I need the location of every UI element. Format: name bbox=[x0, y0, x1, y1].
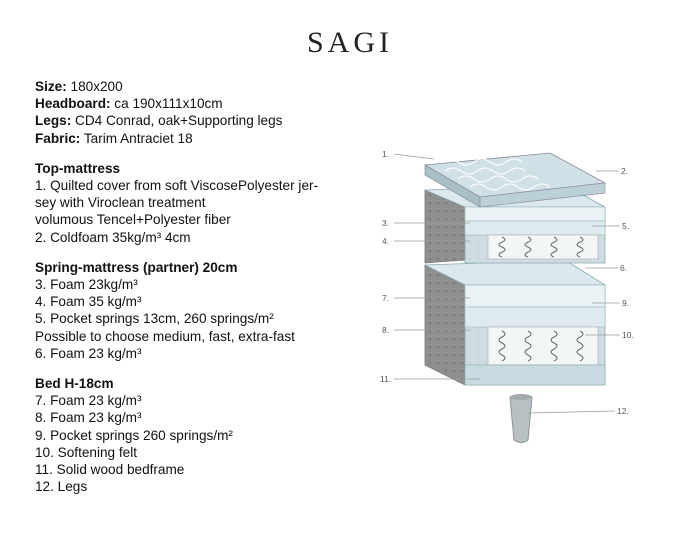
section-line: 4. Foam 35 kg/m³ bbox=[35, 294, 142, 310]
spec-fabric: Fabric: Tarim Antraciet 18 bbox=[35, 130, 193, 146]
section-line: 11. Solid wood bedframe bbox=[35, 462, 185, 478]
diagram-label: 2. bbox=[621, 166, 628, 176]
section-bed: Bed H-18cm 7. Foam 23 kg/m³ 8. Foam 23 k… bbox=[35, 375, 380, 495]
section-line: Possible to choose medium, fast, extra-f… bbox=[35, 328, 295, 344]
diagram-label: 5. bbox=[622, 221, 629, 231]
section-heading: Top-mattress bbox=[35, 160, 121, 176]
section-line: 2. Coldfoam 35kg/m³ 4cm bbox=[35, 229, 191, 245]
diagram-label: 12. bbox=[617, 406, 629, 416]
section-line: 8. Foam 23 kg/m³ bbox=[35, 410, 142, 426]
diagram-label: 10. bbox=[622, 330, 634, 340]
leader-lines bbox=[393, 153, 620, 414]
spec-list: Size: 180x200 Headboard: ca 190x111x10cm… bbox=[35, 78, 380, 495]
spring-mattress-block bbox=[424, 184, 606, 264]
diagram-label: 11. bbox=[380, 374, 391, 384]
section-heading: Spring-mattress (partner) 20cm bbox=[35, 259, 238, 275]
bed-base-block bbox=[424, 259, 607, 386]
section-line: sey with Viroclean treatment bbox=[35, 195, 206, 211]
section-line: 3. Foam 23kg/m³ bbox=[35, 277, 138, 293]
top-mattress bbox=[423, 152, 607, 208]
diagram-label: 6. bbox=[620, 263, 627, 273]
diagram-label: 3. bbox=[382, 218, 389, 228]
section-line: 6. Foam 23 kg/m³ bbox=[35, 345, 142, 361]
section-line: volumous Tencel+Polyester fiber bbox=[35, 212, 231, 228]
section-line: 9. Pocket springs 260 springs/m² bbox=[35, 427, 233, 443]
leg bbox=[509, 394, 533, 443]
section-heading: Bed H-18cm bbox=[35, 376, 114, 392]
section-line: 7. Foam 23 kg/m³ bbox=[35, 393, 142, 409]
section-spring-mattress: Spring-mattress (partner) 20cm 3. Foam 2… bbox=[35, 259, 380, 362]
spec-size: Size: 180x200 bbox=[35, 79, 123, 94]
bed-layer-diagram: 1. 2. 3. 4. 5. 6. 7. 8. 9. 10. 11. 12. bbox=[380, 149, 634, 443]
spec-legs: Legs: CD4 Conrad, oak+Supporting legs bbox=[35, 113, 283, 129]
section-line: 12. Legs bbox=[35, 479, 88, 495]
spec-headboard: Headboard: ca 190x111x10cm bbox=[35, 96, 223, 112]
diagram-label: 8. bbox=[382, 325, 389, 335]
diagram-label: 7. bbox=[382, 293, 389, 303]
diagram-label: 4. bbox=[382, 236, 389, 246]
section-line: 5. Pocket springs 13cm, 260 springs/m² bbox=[35, 311, 274, 327]
section-line: 10. Softening felt bbox=[35, 444, 138, 460]
section-line: 1. Quilted cover from soft ViscosePolyes… bbox=[35, 178, 319, 194]
diagram-label: 1. bbox=[382, 149, 389, 159]
page-title: SAGI bbox=[306, 26, 393, 59]
diagram-label: 9. bbox=[622, 298, 629, 308]
section-top-mattress: Top-mattress 1. Quilted cover from soft … bbox=[35, 160, 380, 246]
